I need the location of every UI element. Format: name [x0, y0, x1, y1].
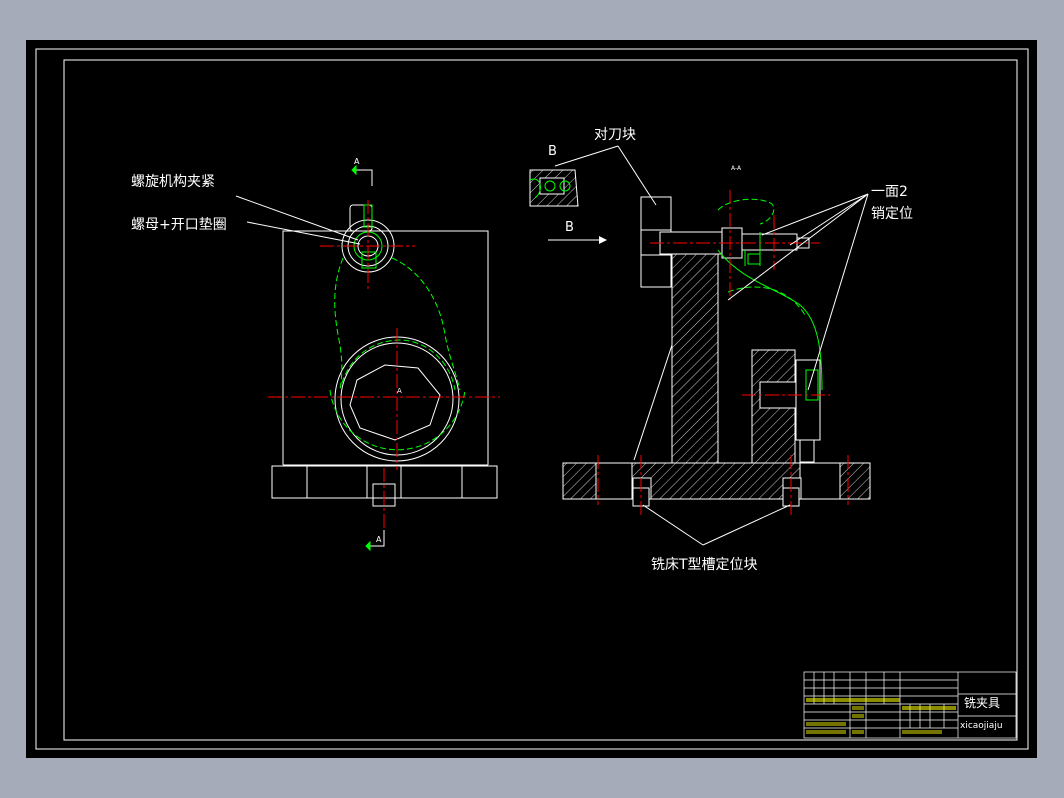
drawing-sheet: [26, 40, 1037, 758]
front-view-leaders: [235, 195, 361, 245]
detail-view-b-part: [529, 178, 571, 199]
label-t-slot-key: 铣床T型槽定位块: [651, 557, 758, 573]
label-one-face-two-pins-1: 一面2: [871, 184, 908, 200]
label-spiral-clamp: 螺旋机构夹紧: [131, 174, 215, 190]
section-marker-bottom: [365, 530, 385, 552]
section-view-part: [717, 198, 823, 401]
label-nut-washer: 螺母+开口垫圈: [131, 217, 227, 233]
bore-center-mark: A: [397, 387, 402, 395]
front-view-centerlines: [268, 200, 500, 530]
drawing-name: 铣夹具: [964, 696, 1000, 710]
detail-view-b: [529, 169, 579, 207]
section-view-centerlines: [597, 190, 849, 515]
view-b-arrow-label: B: [565, 220, 574, 235]
sheet-inner-border: [63, 59, 1018, 741]
detail-view-b-label: B: [548, 144, 557, 159]
section-letter-bottom: A: [376, 535, 382, 544]
section-marker-top: [351, 164, 373, 186]
label-tool-setting-block: 对刀块: [594, 127, 636, 143]
section-view-leaders: [554, 145, 869, 546]
drawing-code: xicaojiaju: [960, 721, 1003, 731]
section-view-title: A-A: [731, 165, 742, 172]
sheet-outer-border: [35, 48, 1029, 750]
title-block-fine-text: [806, 698, 956, 734]
label-one-face-two-pins-2: 销定位: [871, 206, 913, 222]
section-letter-top: A: [354, 157, 360, 166]
